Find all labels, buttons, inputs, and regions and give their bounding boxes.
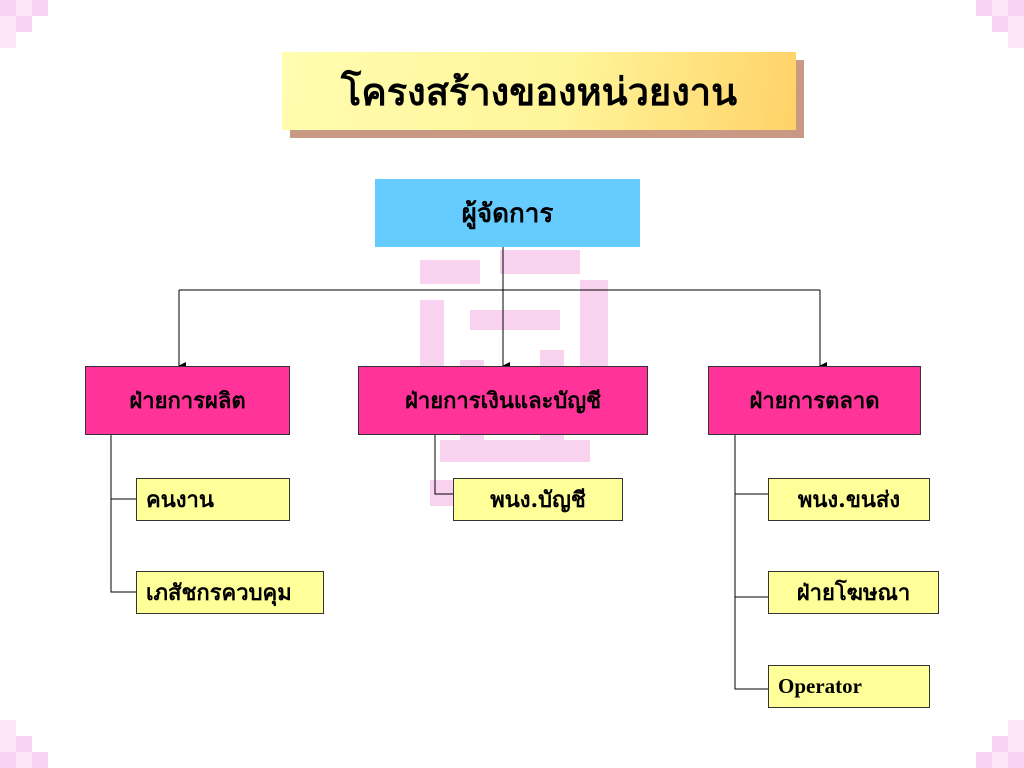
department-finance-accounting: ฝ่ายการเงินและบัญชี (358, 366, 648, 435)
sub-unit-pharmacist: เภสัชกรควบคุม (136, 571, 324, 614)
corner-decoration-top-right (960, 0, 1024, 48)
connector-marketing-subs (734, 435, 768, 690)
sub-unit-delivery-staff: พนง.ขนส่ง (768, 478, 930, 521)
sub-unit-operator: Operator (768, 665, 930, 708)
corner-decoration-top-left (0, 0, 64, 48)
connector-finance-sub (434, 435, 453, 495)
page-title: โครงสร้างของหน่วยงาน (282, 52, 796, 130)
department-marketing: ฝ่ายการตลาด (708, 366, 921, 435)
connector-production-subs (110, 435, 136, 593)
sub-unit-workers: คนงาน (136, 478, 290, 521)
department-production: ฝ่ายการผลิต (85, 366, 290, 435)
corner-decoration-bottom-left (0, 720, 64, 768)
manager-box: ผู้จัดการ (375, 179, 640, 247)
sub-unit-advertising: ฝ่ายโฆษณา (768, 571, 939, 614)
corner-decoration-bottom-right (960, 720, 1024, 768)
sub-unit-accounting-staff: พนง.บัญชี (453, 478, 623, 521)
